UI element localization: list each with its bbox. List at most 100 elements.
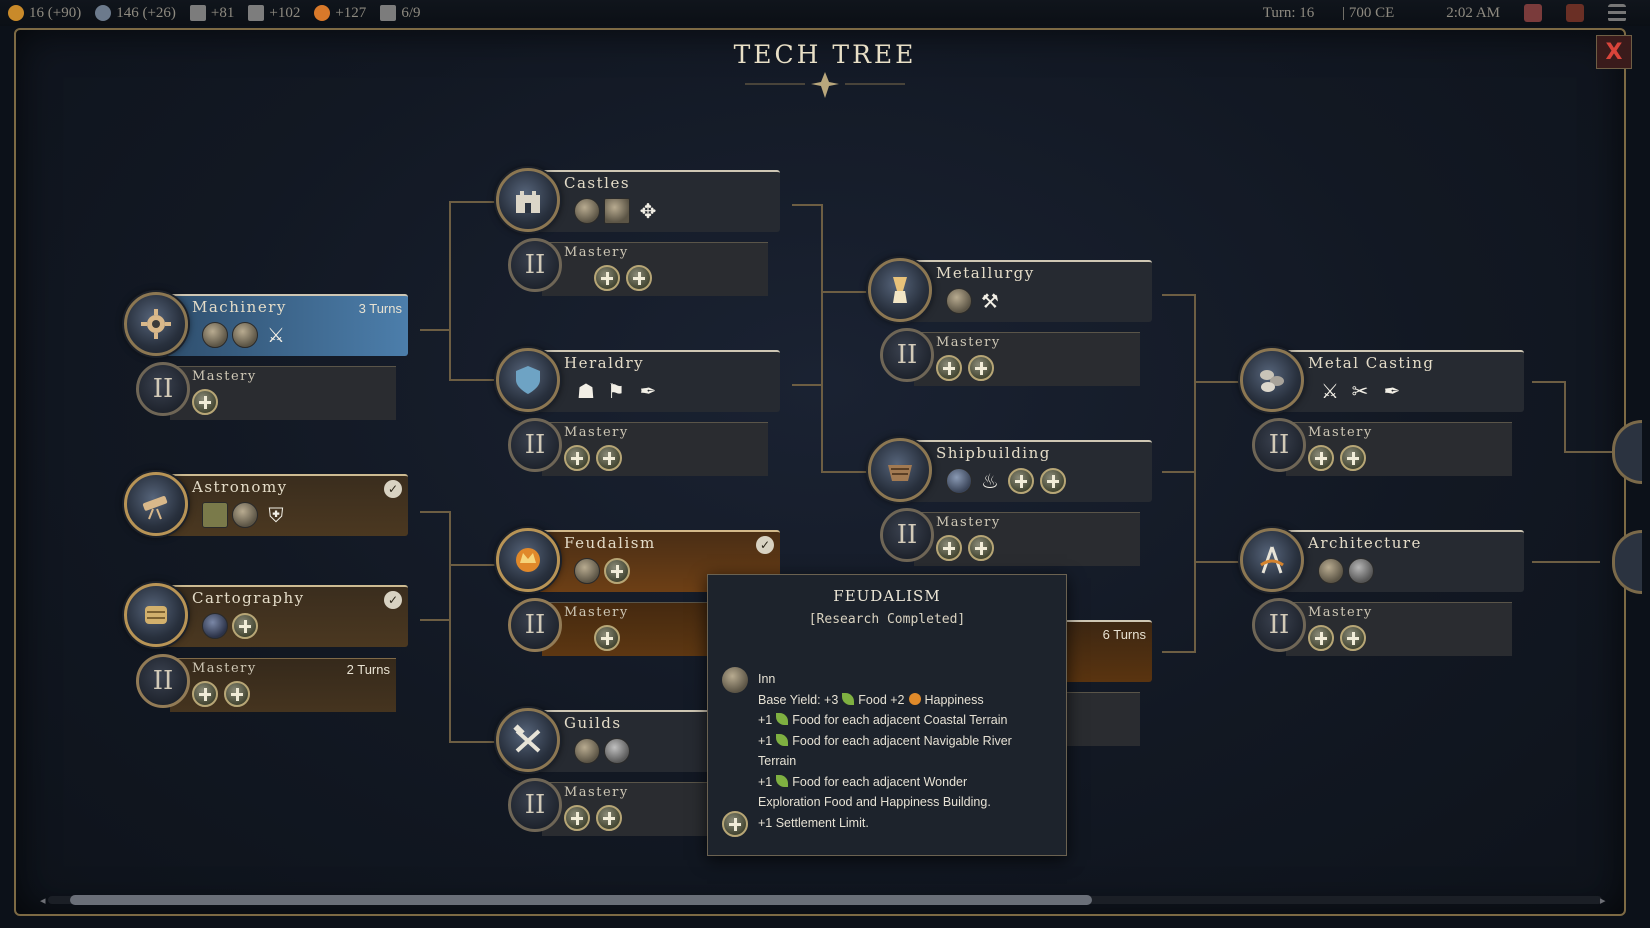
building-icon[interactable] xyxy=(604,738,630,764)
map-icon[interactable] xyxy=(202,502,228,528)
happiness-resource[interactable]: +127 xyxy=(314,5,366,22)
tooltip-title: FEUDALISM xyxy=(833,587,941,605)
anvil-icon xyxy=(868,258,932,322)
plus-icon[interactable] xyxy=(1040,468,1066,494)
building-icon[interactable] xyxy=(232,322,258,348)
tech-name: Architecture xyxy=(1308,534,1422,552)
plus-icon[interactable] xyxy=(1340,445,1366,471)
settlements-value: 6/9 xyxy=(401,4,421,21)
plus-icon[interactable] xyxy=(192,389,218,415)
mastery-label: Mastery xyxy=(564,245,629,260)
unit-icon[interactable] xyxy=(946,468,972,494)
plus-icon[interactable] xyxy=(968,535,994,561)
feudalism-icon xyxy=(496,528,560,592)
sword-icon[interactable]: ⚔ xyxy=(1321,379,1339,403)
building-icon[interactable] xyxy=(574,198,600,224)
tooltip-building: Inn xyxy=(758,672,776,686)
plus-icon[interactable] xyxy=(564,445,590,471)
mastery-numeral: II xyxy=(136,654,190,708)
tech-name: Castles xyxy=(564,174,631,192)
plus-icon[interactable] xyxy=(596,805,622,831)
smelter-icon[interactable]: ⚒ xyxy=(981,289,999,313)
food-icon xyxy=(776,733,789,746)
plus-icon[interactable] xyxy=(1008,468,1034,494)
production-resource[interactable]: +81 xyxy=(189,4,235,22)
machinery-icon xyxy=(124,292,188,356)
tooltip-exploration: Exploration Food and Happiness Building. xyxy=(758,795,991,809)
gold-value: 16 (+90) xyxy=(29,4,82,21)
mastery-numeral: II xyxy=(508,778,562,832)
trebuchet-icon[interactable]: ✥ xyxy=(639,199,657,223)
mastery-label: Mastery xyxy=(1308,425,1373,440)
culture-icon xyxy=(248,5,265,21)
help-icon[interactable] xyxy=(1566,4,1584,22)
plus-icon[interactable] xyxy=(968,355,994,381)
scrollbar-thumb[interactable] xyxy=(70,895,1092,905)
mastery-numeral: II xyxy=(508,238,562,292)
ship-hull-icon xyxy=(868,438,932,502)
science-value: 146 (+26) xyxy=(116,4,176,21)
clock: 2:02 AM xyxy=(1446,4,1500,21)
tech-name: Metal Casting xyxy=(1308,354,1435,372)
plus-icon[interactable] xyxy=(594,625,620,651)
turns-remaining: 2 Turns xyxy=(346,662,390,677)
mastery-label: Mastery xyxy=(564,785,629,800)
feather-icon[interactable]: ✒ xyxy=(639,379,657,403)
plus-icon[interactable] xyxy=(936,355,962,381)
crossbow-icon[interactable]: ⚔ xyxy=(267,323,285,347)
plus-icon[interactable] xyxy=(1308,445,1334,471)
close-button[interactable]: X xyxy=(1596,35,1632,69)
production-value: +81 xyxy=(210,4,235,21)
shield-icon[interactable]: ⛨ xyxy=(268,503,284,527)
mastery-numeral: II xyxy=(880,328,934,382)
diplomacy-icon[interactable] xyxy=(1524,4,1542,22)
turn-counter: Turn: 16 | 700 CE xyxy=(1262,4,1395,21)
completed-check-icon: ✓ xyxy=(384,480,402,498)
plus-icon[interactable] xyxy=(1340,625,1366,651)
building-icon[interactable] xyxy=(1348,558,1374,584)
tech-name: Shipbuilding xyxy=(936,444,1051,462)
resource-bar: 16 (+90) 146 (+26) +81 +102 +127 6/9 Tur… xyxy=(0,0,1650,26)
tooltip-status: [Research Completed] xyxy=(808,612,966,627)
plus-icon[interactable] xyxy=(936,535,962,561)
plus-icon[interactable] xyxy=(596,445,622,471)
helmet-icon[interactable]: ☗ xyxy=(577,379,595,403)
plus-icon[interactable] xyxy=(594,265,620,291)
crossed-swords-icon[interactable]: ✂ xyxy=(1351,379,1369,403)
turns-remaining: 3 Turns xyxy=(358,301,402,316)
building-icon[interactable] xyxy=(1318,558,1344,584)
plus-icon[interactable] xyxy=(564,805,590,831)
gold-resource[interactable]: 16 (+90) xyxy=(8,5,81,22)
scroll-left-icon[interactable]: ◂ xyxy=(40,894,46,907)
mastery-label: Mastery xyxy=(192,661,257,676)
wall-icon[interactable] xyxy=(604,198,630,224)
culture-resource[interactable]: +102 xyxy=(248,5,300,22)
mastery-numeral: II xyxy=(508,418,562,472)
flag-icon[interactable]: ⚑ xyxy=(607,379,625,403)
plus-icon[interactable] xyxy=(192,681,218,707)
ingot-icon xyxy=(1240,348,1304,412)
scroll-right-icon[interactable]: ▸ xyxy=(1600,894,1606,907)
feather-icon[interactable]: ✒ xyxy=(1383,379,1401,403)
science-resource[interactable]: 146 (+26) xyxy=(95,5,176,22)
inn-icon[interactable] xyxy=(574,558,600,584)
tech-name: Astronomy xyxy=(192,478,288,496)
plus-icon[interactable] xyxy=(626,265,652,291)
plus-icon[interactable] xyxy=(224,681,250,707)
building-icon[interactable] xyxy=(574,738,600,764)
unit-icon[interactable] xyxy=(202,613,228,639)
building-icon[interactable] xyxy=(232,502,258,528)
plus-icon[interactable] xyxy=(1308,625,1334,651)
happiness-icon xyxy=(908,692,921,705)
building-icon[interactable] xyxy=(946,288,972,314)
mastery-label: Mastery xyxy=(1308,605,1373,620)
wave-icon[interactable]: ♨ xyxy=(981,469,999,493)
plus-icon[interactable] xyxy=(232,613,258,639)
tech-name: Metallurgy xyxy=(936,264,1035,282)
plus-icon[interactable] xyxy=(604,558,630,584)
menu-icon[interactable] xyxy=(1608,4,1626,22)
unit-icon[interactable] xyxy=(202,322,228,348)
settlements-resource[interactable]: 6/9 xyxy=(380,5,420,22)
